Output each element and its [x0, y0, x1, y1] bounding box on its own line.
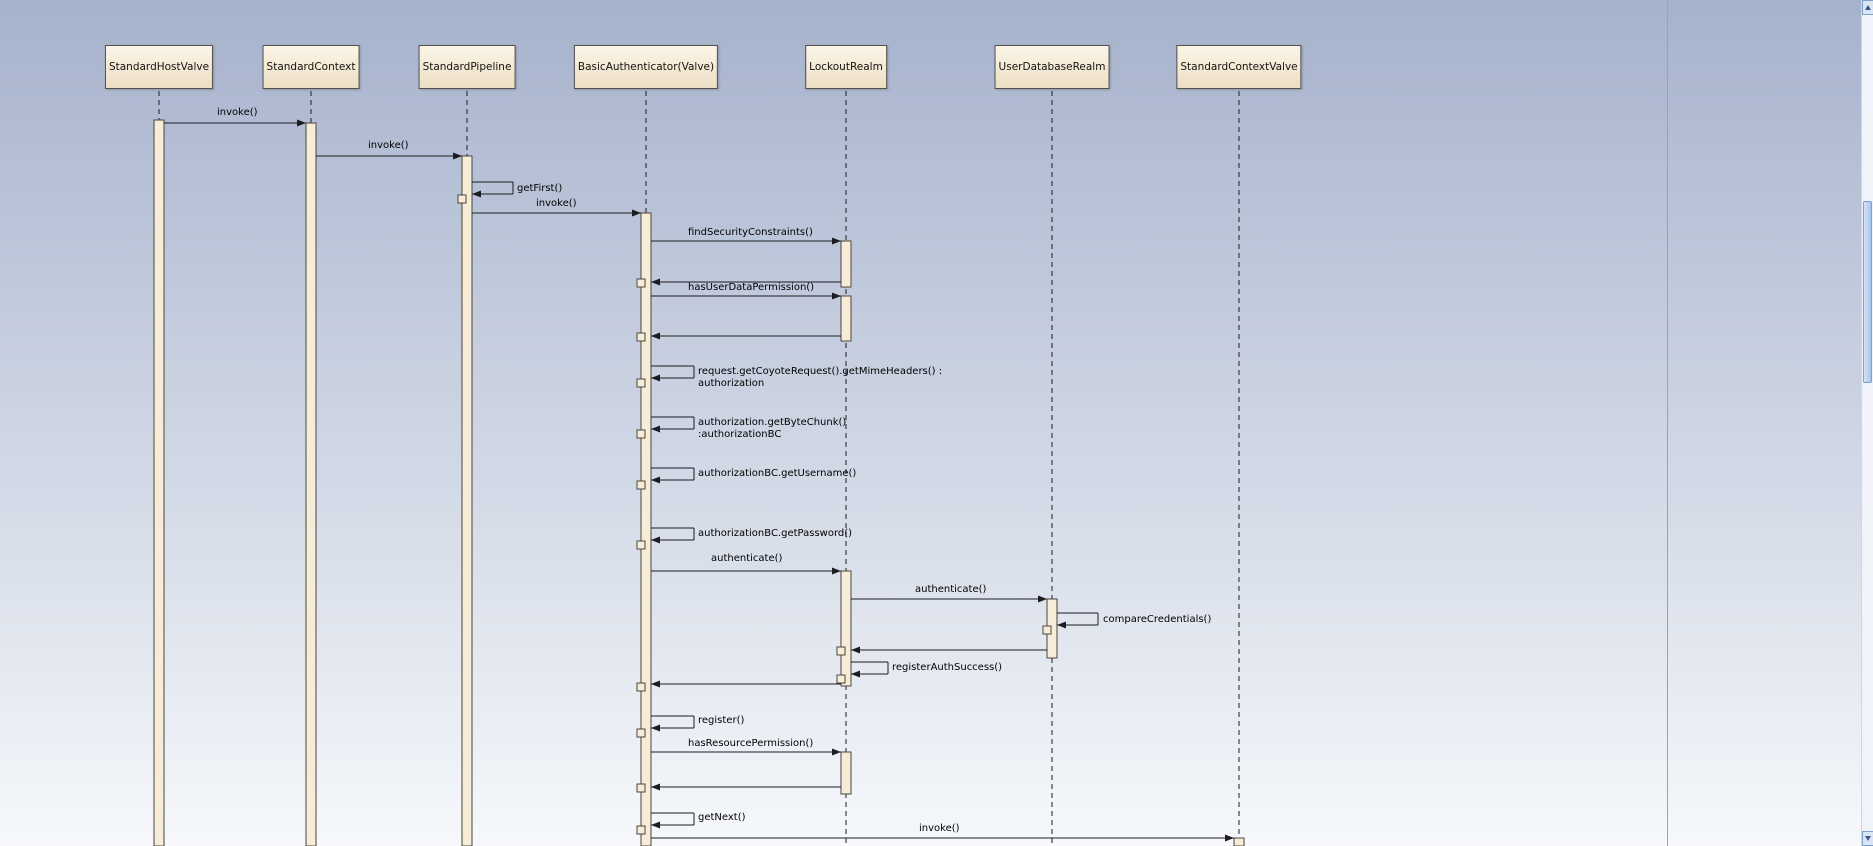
lifeline-name: BasicAuthenticator(Valve)	[577, 61, 715, 73]
vertical-scrollbar[interactable]	[1861, 0, 1873, 846]
message-label: authorizationBC.getUsername()	[698, 468, 857, 479]
message-label: invoke()	[217, 107, 258, 118]
scrollbar-up-button[interactable]	[1862, 0, 1873, 15]
return-marker	[636, 378, 646, 388]
activation-bar	[1233, 837, 1245, 846]
return-marker	[1042, 625, 1052, 635]
call-arrowhead	[832, 567, 841, 575]
message-label: findSecurityConstraints()	[688, 227, 813, 238]
lifeline-name: StandardContext	[266, 61, 356, 73]
down-arrow-icon	[1865, 836, 1871, 841]
return-arrowhead	[651, 783, 660, 791]
self-arrowhead	[651, 724, 660, 732]
return-marker	[636, 480, 646, 490]
call-arrowhead	[1225, 834, 1234, 842]
lifeline-header: BasicAuthenticator(Valve)	[573, 45, 719, 89]
message-label: hasUserDataPermission()	[688, 282, 815, 293]
call-arrowhead	[453, 152, 462, 160]
call-arrowhead	[832, 237, 841, 245]
call-arrowhead	[832, 748, 841, 756]
return-marker	[636, 332, 646, 342]
message-label: getNext()	[698, 812, 746, 823]
call-arrowhead	[297, 119, 306, 127]
lifeline-name: StandardPipeline	[422, 61, 512, 73]
lifeline-name: StandardContextValve	[1180, 61, 1298, 73]
message-label: compareCredentials()	[1103, 614, 1212, 625]
lifeline-header: StandardPipeline	[418, 45, 516, 89]
lifeline-name: StandardHostValve	[108, 61, 210, 73]
return-marker	[636, 682, 646, 692]
lifeline-header: StandardHostValve	[104, 45, 214, 89]
activation-bar	[305, 122, 317, 846]
message-label: invoke()	[536, 198, 577, 209]
return-marker	[636, 278, 646, 288]
message-label: authorization	[698, 378, 765, 389]
return-marker	[636, 540, 646, 550]
return-arrowhead	[651, 332, 660, 340]
lifeline-header: LockoutRealm	[805, 45, 887, 89]
activation-bar	[840, 240, 852, 288]
message-label: authorizationBC.getPassword()	[698, 528, 853, 539]
call-arrowhead	[632, 209, 641, 217]
return-marker	[636, 783, 646, 793]
self-arrowhead	[651, 821, 660, 829]
self-arrowhead	[651, 536, 660, 544]
self-arrowhead	[651, 425, 660, 433]
activation-bar	[153, 119, 165, 846]
return-marker	[636, 429, 646, 439]
message-label: invoke()	[919, 823, 960, 834]
message-label: getFirst()	[517, 183, 563, 194]
message-label: :authorizationBC	[698, 429, 782, 440]
self-arrowhead	[1057, 621, 1066, 629]
self-arrowhead	[651, 374, 660, 382]
message-label: hasResourcePermission()	[688, 738, 814, 749]
lifeline-name: UserDatabaseRealm	[998, 61, 1106, 73]
scrollbar-down-button[interactable]	[1862, 831, 1873, 846]
lifeline-header: UserDatabaseRealm	[994, 45, 1110, 89]
message-label: register()	[698, 715, 745, 726]
lifeline-name: LockoutRealm	[809, 61, 883, 73]
lifeline-header: StandardContext	[262, 45, 360, 89]
message-label: invoke()	[368, 140, 409, 151]
activation-bar	[640, 212, 652, 846]
message-label: request.getCoyoteRequest().getMimeHeader…	[698, 366, 943, 377]
self-arrowhead	[651, 476, 660, 484]
message-label: registerAuthSuccess()	[892, 662, 1003, 673]
call-arrowhead	[832, 292, 841, 300]
message-label: authenticate()	[915, 584, 987, 595]
return-marker	[836, 646, 846, 656]
return-marker	[636, 825, 646, 835]
call-arrowhead	[1038, 595, 1047, 603]
up-arrow-icon	[1865, 5, 1871, 10]
self-arrowhead	[472, 190, 481, 198]
scrollbar-thumb[interactable]	[1863, 201, 1872, 383]
activation-bar	[840, 570, 852, 687]
page-boundary-line	[1667, 0, 1668, 846]
activation-bar	[840, 751, 852, 795]
lifeline-header: StandardContextValve	[1176, 45, 1302, 89]
activation-bar	[840, 295, 852, 342]
message-label: authorization.getByteChunk()	[698, 417, 847, 428]
activation-bar	[461, 155, 473, 846]
return-arrowhead	[651, 680, 660, 688]
self-arrowhead	[851, 670, 860, 678]
return-arrowhead	[851, 646, 860, 654]
message-label: authenticate()	[711, 553, 783, 564]
return-marker	[836, 674, 846, 684]
return-arrowhead	[651, 278, 660, 286]
return-marker	[636, 728, 646, 738]
return-marker	[457, 194, 467, 204]
